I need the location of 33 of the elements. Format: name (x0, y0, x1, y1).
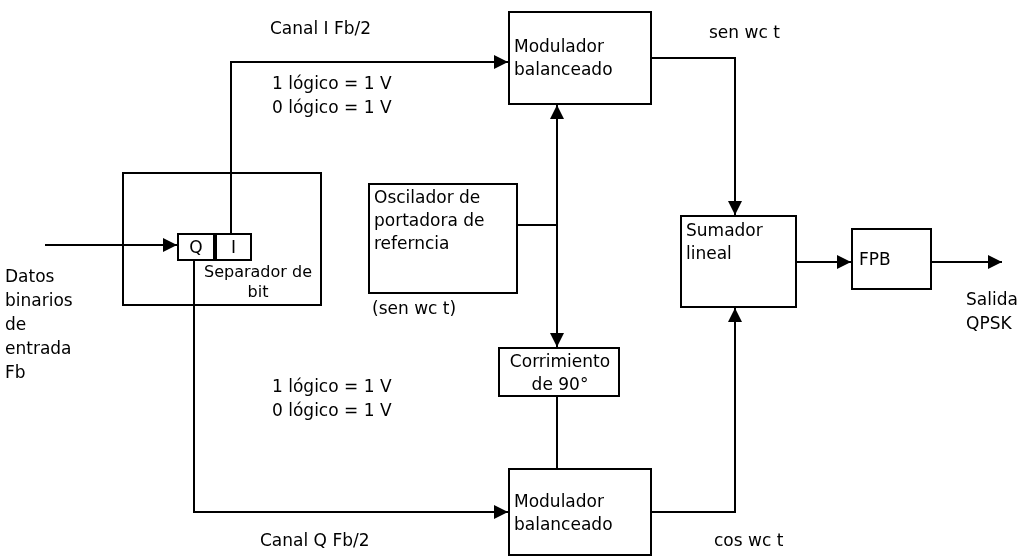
block-box (508, 468, 652, 556)
signal-arrow (193, 260, 509, 519)
signal-arrow (651, 307, 742, 513)
note-text: Datos binarios de entrada Fb (5, 265, 74, 384)
block-label: Sumador lineal (686, 219, 764, 265)
block-label: Corrimiento de 90° (508, 350, 612, 396)
signal-arrow (230, 55, 509, 234)
note-text: Salida QPSK (966, 288, 1019, 335)
block-box (680, 215, 797, 308)
signal-arrow (931, 255, 1003, 269)
block-box (122, 172, 322, 306)
block-box (498, 347, 620, 397)
block-box (177, 233, 215, 261)
note-text: 1 lógico = 1 V (272, 375, 392, 398)
block-label: FPB (859, 248, 892, 271)
signal-arrow (651, 57, 742, 216)
signal-note: (sen wc t) (372, 297, 457, 320)
block-label: Modulador balanceado (514, 35, 614, 81)
block-box (215, 233, 252, 261)
block-label: Q (188, 236, 204, 259)
block-label: Oscilador de portadora de referncia (374, 186, 486, 255)
block-box (851, 228, 932, 290)
note-text: 0 lógico = 1 V (272, 399, 392, 422)
signal-arrow (44, 238, 178, 252)
block-box (508, 11, 652, 105)
block-label: I (230, 236, 237, 259)
note-text: 0 lógico = 1 V (272, 96, 392, 119)
block-label: Modulador balanceado (514, 490, 614, 536)
block-box (368, 183, 518, 294)
note-text: 1 lógico = 1 V (272, 72, 392, 95)
signal-arrow (796, 255, 852, 269)
block-label: Separador de bit (203, 262, 313, 302)
signal-arrow (517, 224, 564, 348)
